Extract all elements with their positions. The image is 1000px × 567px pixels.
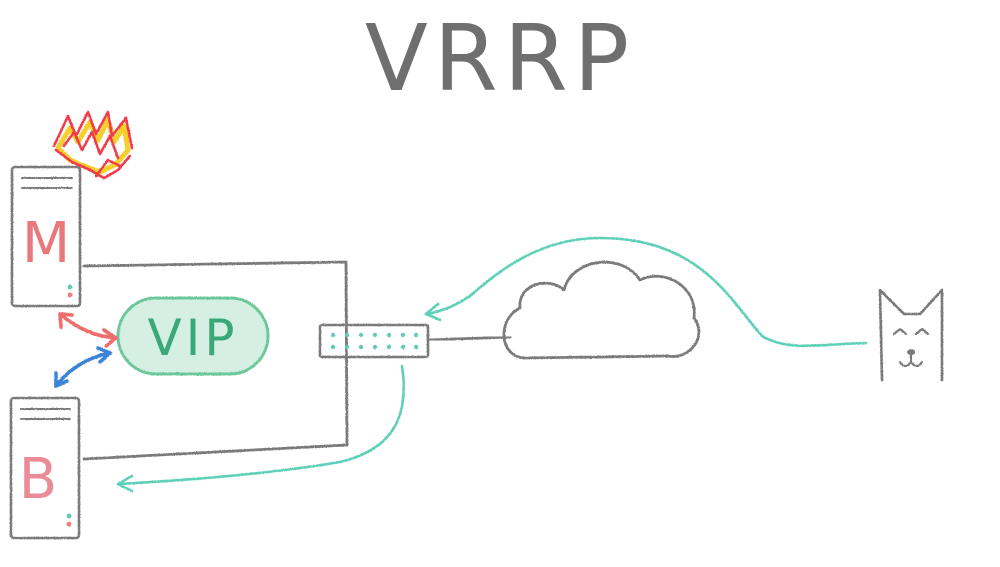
network-boundary xyxy=(82,260,349,461)
status-light-icon xyxy=(66,513,72,519)
status-light-icon xyxy=(67,284,73,290)
virtual-ip xyxy=(116,296,270,376)
response-arrow-icon xyxy=(116,364,405,493)
backup-vip-arrow-icon xyxy=(54,346,112,388)
fire-icon xyxy=(52,110,134,180)
virtual-ip-label: VIP xyxy=(147,309,238,367)
master-server-label: M xyxy=(22,211,70,276)
master-server xyxy=(10,165,82,308)
backup-server-label: B xyxy=(19,447,57,512)
internet-cloud-icon xyxy=(502,260,701,360)
network-switch xyxy=(318,323,430,359)
client-cat-icon xyxy=(878,288,944,382)
status-light-icon xyxy=(67,292,73,298)
status-light-icon xyxy=(66,521,72,527)
network-cable xyxy=(426,335,512,342)
master-vip-arrow-icon xyxy=(58,312,118,348)
request-arrow-icon xyxy=(424,236,868,348)
diagram-title: VRRP xyxy=(365,5,635,112)
backup-server xyxy=(9,396,81,540)
